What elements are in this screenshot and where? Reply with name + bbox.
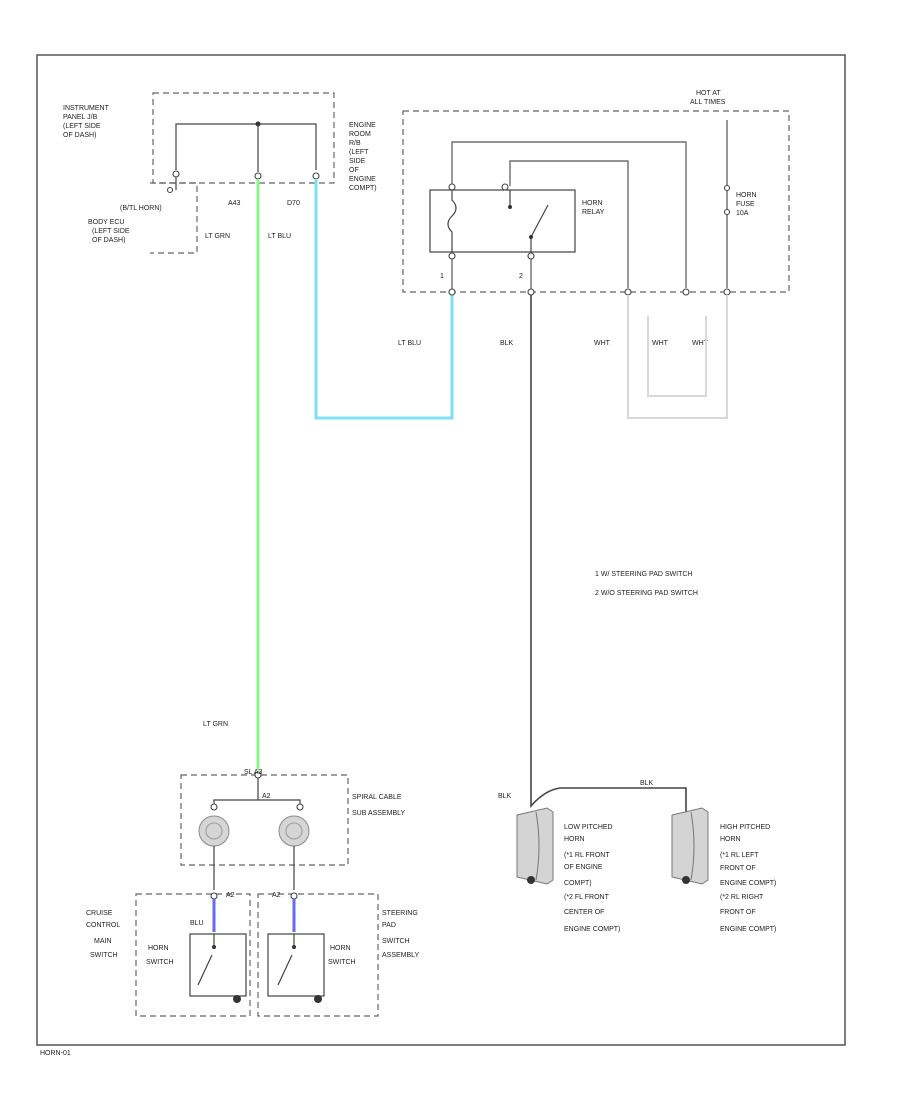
horn-switch-1-contact	[197, 934, 215, 986]
spiral-coil-right-icon	[278, 815, 310, 847]
steering-pad-box	[257, 893, 379, 1017]
horn-switch-2-body	[267, 933, 325, 997]
spiral-coil-right-inner	[285, 822, 303, 840]
relay-bottom-pin-1	[448, 252, 456, 260]
engine-room-rb-box	[402, 110, 790, 293]
wire-blk-horn-label: BLK	[498, 793, 512, 800]
diagram-id: HORN-01	[40, 1050, 71, 1057]
spiral-coil-left-inner	[205, 822, 223, 840]
ip-jb-pin-d70	[312, 172, 320, 180]
spiral-inner-pin-label: A2	[262, 793, 271, 800]
spiral-cable-pin-label: SL A3	[244, 769, 263, 776]
steering-pad-pin	[290, 892, 298, 900]
rb-pin-4	[682, 288, 690, 296]
low-horn-body-icon	[516, 807, 554, 885]
high-horn-bell	[690, 811, 695, 881]
relay-coil	[447, 190, 457, 252]
horn-switch-2-contact	[277, 934, 295, 986]
steering-pin-label: A2	[272, 892, 281, 899]
fuse-pin-bottom	[723, 208, 731, 216]
wire-lt-grn-top-label: LT GRN	[205, 233, 230, 240]
horn-switch-1-ground	[233, 995, 241, 1003]
relay-feed-2	[509, 160, 629, 288]
wire-lt-grn-low-label: LT GRN	[203, 721, 228, 728]
high-horn-label: HIGH PITCHED HORN (*1 RL LEFT FRONT OF E…	[720, 824, 778, 933]
relay-top-pin-2	[501, 183, 509, 191]
ip-jb-pin-a43	[254, 172, 262, 180]
low-horn-label: LOW PITCHED HORN (*1 RL FRONT OF ENGINE …	[564, 824, 620, 933]
spiral-coil-left-icon	[198, 815, 230, 847]
pin-a43-label: A43	[228, 200, 241, 207]
horn-switch-2-dot	[292, 945, 296, 949]
wire-wht-3-label: WHT	[692, 340, 709, 347]
horn-switch-1-dot	[212, 945, 216, 949]
relay-contact	[509, 190, 549, 252]
horn-switch-1-label: HORN SWITCH	[146, 945, 174, 966]
high-horn-ground	[682, 876, 690, 884]
spiral-pin-right	[296, 803, 304, 811]
wire-lt-blu	[314, 179, 454, 420]
wire-lt-blu-mid-label: LT BLU	[398, 340, 421, 347]
body-ecu-relay-label: (B/TL HORN)	[120, 205, 162, 212]
instrument-panel-jb-box	[152, 92, 335, 184]
spiral-cable-box	[180, 774, 349, 866]
note-1: 1 W/ STEERING PAD SWITCH	[595, 571, 693, 578]
spiral-bus	[213, 778, 301, 805]
relay-pivot-dot	[529, 235, 533, 239]
wire-blk-to-high-horn	[530, 787, 687, 812]
diagram-border	[36, 54, 846, 1046]
relay-top-pin-1	[448, 183, 456, 191]
relay-contact-dot	[508, 205, 512, 209]
relay-feed-1	[451, 141, 687, 288]
body-ecu-box	[150, 182, 198, 254]
fuse-pin-top	[723, 184, 731, 192]
hot-at-all-times-label: HOT AT ALL TIMES	[690, 90, 726, 106]
body-ecu-pin	[166, 186, 174, 194]
horn-relay-body	[429, 189, 576, 253]
spiral-down-wires	[213, 846, 295, 890]
body-ecu-label: BODY ECU (LEFT SIDE OF DASH)	[88, 219, 132, 244]
high-horn-body-icon	[671, 807, 709, 885]
horn-switch-2-ground	[314, 995, 322, 1003]
spiral-pin-left	[210, 803, 218, 811]
horn-switch-2-label: HORN SWITCH	[328, 945, 356, 966]
wire-blk-top-horn-label: BLK	[640, 780, 654, 787]
relay-pin-1-label: 1	[440, 273, 444, 280]
wire-blk-mid-label: BLK	[500, 340, 514, 347]
relay-pin-2-label: 2	[519, 273, 523, 280]
cruise-switch-pin	[210, 892, 218, 900]
relay-bottom-pin-2	[527, 252, 535, 260]
wire-lt-blu-top-label: LT BLU	[268, 233, 291, 240]
cruise-switch-label: CRUISE CONTROL MAIN SWITCH	[86, 910, 122, 959]
rb-pin-5	[723, 288, 731, 296]
low-horn-bell	[535, 811, 540, 881]
wire-wht-2-label: WHT	[652, 340, 669, 347]
engine-room-rb-label: ENGINE ROOM R/B (LEFT SIDE OF ENGINE COM…	[349, 122, 378, 192]
low-horn-ground	[527, 876, 535, 884]
ip-jb-pin-left	[172, 170, 180, 178]
ip-jb-bus	[175, 123, 317, 170]
rb-pin-1	[448, 288, 456, 296]
wire-blu-label: BLU	[190, 920, 204, 927]
horn-fuse-label: HORN FUSE 10A	[736, 192, 759, 217]
wire-wht-1-label: WHT	[594, 340, 611, 347]
cruise-pin-label: A2	[226, 892, 235, 899]
horn-switch-1-body	[189, 933, 247, 997]
rb-pin-2	[527, 288, 535, 296]
instrument-panel-jb-label: INSTRUMENT PANEL J/B (LEFT SIDE OF DASH)	[63, 105, 111, 139]
horn-relay-label: HORN RELAY	[582, 200, 605, 216]
rb-pin-3	[624, 288, 632, 296]
cruise-switch-box	[135, 893, 251, 1017]
pin-d70-label: D70	[287, 200, 300, 207]
wire-wht-loop	[627, 295, 728, 419]
note-2: 2 W/O STEERING PAD SWITCH	[595, 590, 698, 597]
spiral-cable-label: SPIRAL CABLE SUB ASSEMBLY	[352, 794, 406, 817]
steering-pad-label: STEERING PAD SWITCH ASSEMBLY	[382, 910, 420, 959]
